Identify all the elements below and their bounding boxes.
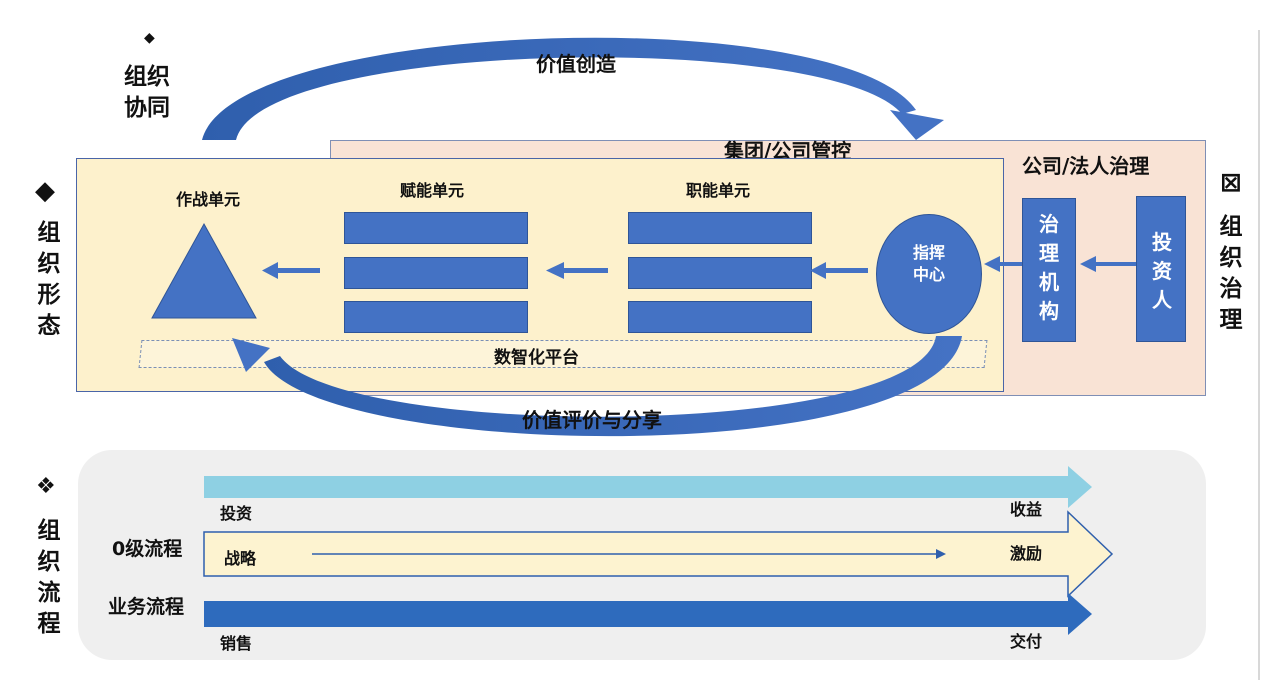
business-process-label: 业务流程 [108, 596, 185, 618]
arrow-head [262, 262, 278, 279]
value-evaluation-arrowhead [232, 338, 270, 372]
functional-unit-bar [628, 257, 812, 289]
combat-unit-label: 作战单元 [176, 190, 241, 209]
functional-unit-label: 职能单元 [686, 181, 751, 200]
page-edge [1258, 30, 1260, 680]
collab-bullet: ◆ [144, 30, 155, 46]
strategy-line-head [936, 549, 946, 559]
value-creation-arc [202, 37, 916, 140]
investor-box [1136, 196, 1186, 342]
investor-label: 投资人 [1152, 230, 1172, 312]
value-evaluation-label: 价值评价与分享 [522, 408, 662, 432]
arrow-head [984, 256, 1000, 272]
enabling-unit-bar [344, 257, 528, 289]
corp-governance-label: 公司/法人治理 [1022, 154, 1150, 178]
arrow-shaft [1094, 262, 1136, 266]
org-collab-label: 组织协同 [124, 64, 170, 121]
command-center-label: 指挥中心 [912, 243, 945, 284]
flow-bullet: ❖ [36, 474, 56, 499]
arrow-head [1080, 256, 1096, 272]
incentive-label: 激励 [1010, 544, 1043, 563]
arrow-head [546, 262, 564, 279]
command-center [876, 214, 982, 334]
value-evaluation-arc [264, 336, 962, 437]
arrow-shaft [824, 268, 868, 273]
arrow-head [810, 262, 826, 279]
investment-arrow [204, 466, 1092, 508]
arrow-shaft [562, 268, 608, 273]
enabling-unit-label: 赋能单元 [400, 181, 465, 200]
org-form-label: 组织形态 [37, 220, 61, 339]
enabling-unit-bar [344, 301, 528, 333]
functional-unit-bar [628, 301, 812, 333]
functional-unit-bar [628, 212, 812, 244]
org-flow-label: 组织流程 [37, 518, 61, 637]
platform-label: 数智化平台 [494, 348, 579, 368]
level0-process-label: 0级流程 [112, 538, 183, 560]
org-governance-label: 组织治理 [1219, 214, 1243, 333]
sales-label: 销售 [220, 634, 253, 653]
business-process-arrow [204, 593, 1092, 635]
governance-body-box [1022, 198, 1076, 342]
governance-body-label: 治理机构 [1039, 212, 1059, 323]
value-creation-arrowhead [890, 110, 944, 140]
return-label: 收益 [1010, 500, 1043, 519]
arrow-shaft [276, 268, 320, 273]
arrow-shaft [998, 262, 1022, 266]
enabling-unit-bar [344, 212, 528, 244]
investment-label: 投资 [220, 504, 253, 523]
governance-bullet: ⊠ [1220, 168, 1242, 198]
delivery-label: 交付 [1010, 632, 1043, 651]
form-bullet: ◆ [35, 176, 55, 206]
strategy-label: 战略 [224, 549, 257, 568]
value-creation-label: 价值创造 [536, 52, 616, 76]
